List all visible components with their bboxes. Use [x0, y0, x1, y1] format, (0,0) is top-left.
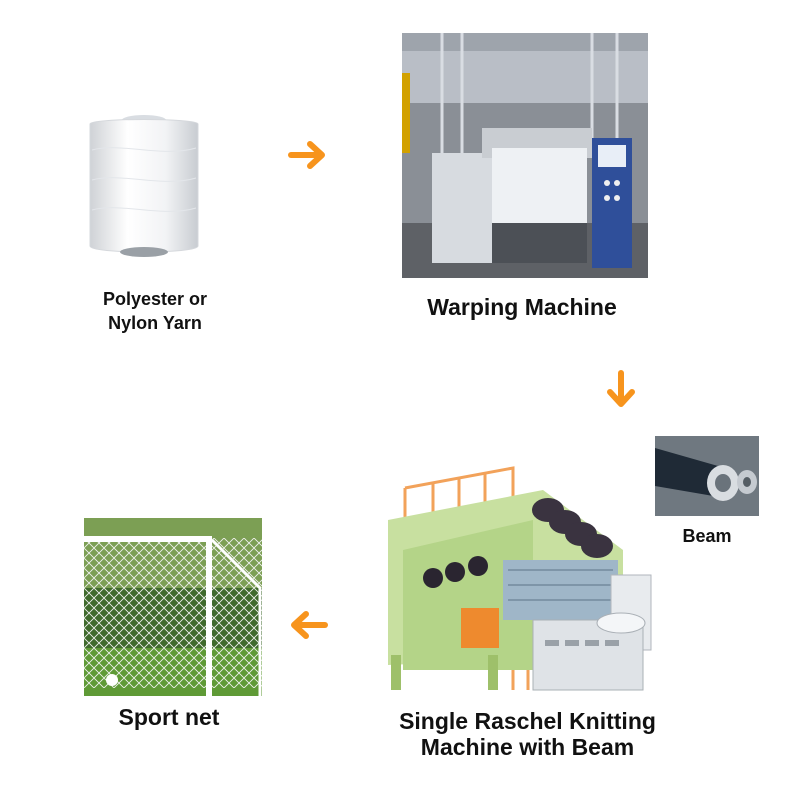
beam-label: Beam — [682, 526, 732, 546]
down-arrow-icon — [606, 370, 636, 415]
sport-net-label: Sport net — [118, 704, 220, 730]
yarn-spool-image — [82, 110, 202, 260]
beam-image — [655, 436, 759, 516]
left-arrow-icon — [288, 610, 328, 645]
sport-net-image — [84, 518, 262, 696]
raschel-label: Single Raschel Knitting Machine with Bea… — [399, 708, 656, 760]
warping-label: Warping Machine — [427, 294, 617, 320]
raschel-machine-image — [383, 460, 653, 700]
yarn-label: Polyester or Nylon Yarn — [102, 289, 208, 333]
right-arrow-icon — [288, 140, 328, 175]
warping-machine-image — [402, 33, 648, 278]
